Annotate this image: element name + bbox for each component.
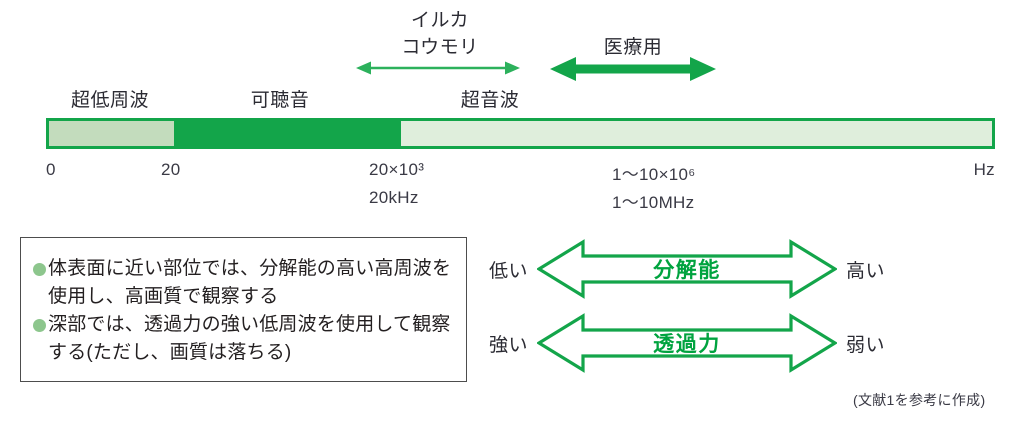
note-item: 深部では、透過力の強い低周波を使用して観察する(ただし、画質は落ちる) [33,311,452,367]
note-item-text: 深部では、透過力の強い低周波を使用して観察する(ただし、画質は落ちる) [48,314,451,363]
tick-label-20khz: 20kHz [369,188,419,207]
tick-label-0: 0 [46,160,56,179]
source-citation: (文献1を参考に作成) [853,392,986,408]
bullet-icon [33,263,46,276]
frequency-bar [46,118,995,149]
axis-unit-label: Hz [973,160,995,179]
resolution-left-label: 低い [489,260,529,282]
penetration-title: 透過力 [653,333,721,356]
tick-label-mhz: 1〜10MHz [612,193,695,212]
medical-use-range-arrow [550,56,716,82]
clinical-notes-box: 体表面に近い部位では、分解能の高い高周波を使用し、高画質で観察する 深部では、透… [20,237,467,382]
tick-label-20: 20 [161,160,181,179]
bar-segment-infrasound [49,121,175,146]
band-label-audible: 可聴音 [250,90,310,111]
frequency-spectrum-figure: イルカ コウモリ 医療用 超低周波 可聴音 超音波 0 20 20×10³ 20… [46,10,995,212]
range-label-medical: 医療用 [603,37,663,58]
band-label-infrasound: 超低周波 [70,90,149,111]
note-item: 体表面に近い部位では、分解能の高い高周波を使用し、高画質で観察する [33,255,452,311]
range-label-dolphin: イルカ [411,10,469,31]
animal-hearing-range-arrow [356,60,520,76]
band-label-ultrasound: 超音波 [460,90,520,111]
tick-label-20khz-exponent: 20×10³ [369,160,425,179]
resolution-right-label: 高い [846,260,886,282]
resolution-title: 分解能 [653,259,721,282]
resolution-arrow: 分解能 [537,238,838,300]
note-item-text: 体表面に近い部位では、分解能の高い高周波を使用し、高画質で観察する [48,258,452,307]
bar-segment-audible [174,121,401,146]
bar-segment-ultrasound [400,121,992,146]
range-label-bat: コウモリ [401,37,479,58]
bullet-icon [33,319,46,332]
penetration-right-label: 弱い [846,334,886,356]
resolution-gradient: 低い 分解能 高い [489,238,885,300]
penetration-left-label: 強い [489,334,529,356]
penetration-arrow: 透過力 [537,312,838,374]
tick-label-mhz-exponent: 1〜10×10⁶ [612,165,696,184]
penetration-gradient: 強い 透過力 弱い [489,312,885,374]
